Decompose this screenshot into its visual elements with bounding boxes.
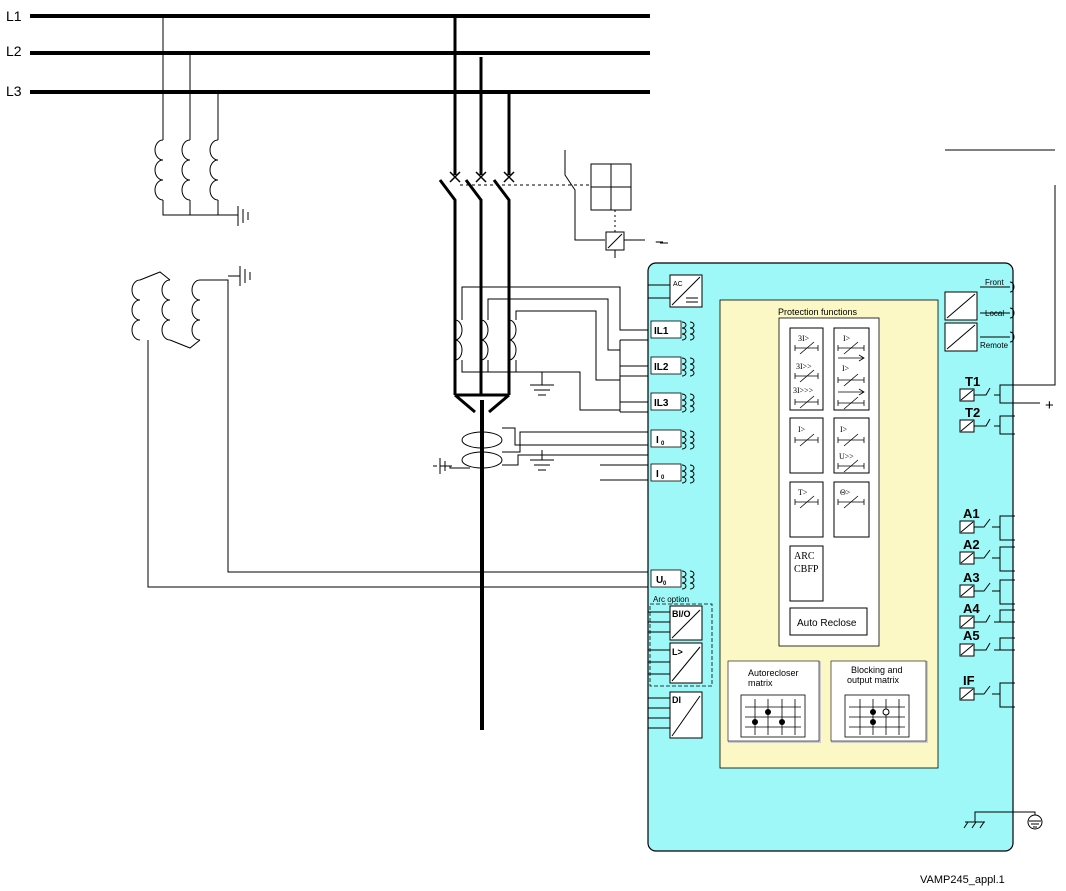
minus-terminal-label: − xyxy=(655,234,664,251)
analog-input-io2: I 0 xyxy=(650,463,695,484)
arc-label: ARC xyxy=(794,551,815,562)
svg-text:I>: I> xyxy=(798,425,806,434)
svg-text:T>: T> xyxy=(798,488,808,497)
arc-option-label: Arc option xyxy=(653,595,689,604)
voltage-transformers xyxy=(131,16,648,588)
feeder-circuit xyxy=(433,16,648,730)
auto-reclose-label: Auto Reclose xyxy=(797,618,857,629)
svg-text:U>>: U>> xyxy=(839,452,854,461)
bio-module: BI/O xyxy=(648,605,703,641)
output-label-t1: T1 xyxy=(965,374,980,389)
digital-input-module: DI xyxy=(648,691,703,739)
bus-label-l3: L3 xyxy=(6,83,22,99)
power-supply-module: AC xyxy=(648,274,703,308)
protection-functions-title: Protection functions xyxy=(778,307,858,317)
communication-ports: Front Local Remote xyxy=(944,278,1015,352)
light-sensor-module: L> xyxy=(648,642,703,684)
function-block-earthfault-directional: I> I> xyxy=(833,327,870,411)
trip-circuit xyxy=(660,149,1056,404)
svg-text:3I>>>: 3I>>> xyxy=(793,386,814,395)
input-sublabel-io2: 0 xyxy=(661,475,665,481)
output-label-a5: A5 xyxy=(963,628,980,643)
svg-text:AC: AC xyxy=(673,281,683,288)
blocking-output-matrix: Blocking and output matrix xyxy=(830,660,928,743)
function-block-temperature: Θ> xyxy=(833,481,870,538)
input-label-il2: IL2 xyxy=(654,362,669,373)
svg-text:I>: I> xyxy=(843,334,851,343)
autorecloser-matrix: Autorecloser matrix xyxy=(727,660,821,743)
autorecloser-matrix-label-2: matrix xyxy=(748,678,773,688)
bus-label-l1: L1 xyxy=(6,8,22,24)
figure-caption: VAMP245_appl.1 xyxy=(920,874,1005,886)
output-relays: T1 T2 A1 A2 A3 A4 A5 IF xyxy=(959,374,1015,708)
input-label-il3: IL3 xyxy=(654,398,669,409)
port-remote-label: Remote xyxy=(980,341,1009,350)
light-sensor-label: L> xyxy=(672,647,683,657)
auto-reclose-block: Auto Reclose xyxy=(789,607,868,636)
output-label-a3: A3 xyxy=(963,570,980,585)
svg-text:3I>: 3I> xyxy=(798,334,810,343)
port-local-label: Local xyxy=(985,309,1004,318)
function-block-inrush-voltage: I> U>> xyxy=(833,417,870,474)
svg-text:Θ>: Θ> xyxy=(840,488,851,497)
cbfp-label: CBFP xyxy=(794,564,819,575)
analog-input-il2: IL2 xyxy=(650,356,695,377)
function-block-thermal: T> xyxy=(789,481,824,538)
output-label-a1: A1 xyxy=(963,506,980,521)
output-label-if: IF xyxy=(963,673,975,688)
analog-input-il1: IL1 xyxy=(650,320,695,341)
arc-option-box xyxy=(649,603,713,687)
function-block-arc-cbfp: ARC CBFP xyxy=(789,545,824,602)
input-sublabel-io1: 0 xyxy=(661,441,665,447)
function-block-overcurrent: 3I> 3I>> 3I>>> xyxy=(789,327,824,411)
output-label-a4: A4 xyxy=(963,601,980,616)
analog-input-uo: U 0 xyxy=(650,569,695,590)
port-front-label: Front xyxy=(985,278,1004,287)
output-label-a2: A2 xyxy=(963,537,980,552)
function-block-unbalance: I> xyxy=(789,417,824,474)
svg-text:I>: I> xyxy=(840,425,848,434)
input-label-io2: I xyxy=(656,469,659,480)
bus-label-l2: L2 xyxy=(6,43,22,59)
plus-terminal-label: + xyxy=(1045,397,1054,414)
busbars: L1 L2 L3 xyxy=(6,8,650,99)
blocking-matrix-label-2: output matrix xyxy=(847,675,900,685)
svg-text:I>: I> xyxy=(842,364,850,373)
svg-text:3I>>: 3I>> xyxy=(796,362,812,371)
input-label-uo: U xyxy=(656,575,663,586)
analog-input-io1: I 0 xyxy=(650,429,695,450)
input-label-io1: I xyxy=(656,435,659,446)
autorecloser-matrix-label-1: Autorecloser xyxy=(748,668,799,678)
earth-terminal xyxy=(963,811,1043,830)
blocking-matrix-label-1: Blocking and xyxy=(851,665,903,675)
input-sublabel-uo: 0 xyxy=(663,581,667,587)
input-label-il1: IL1 xyxy=(654,326,669,337)
digital-input-label: DI xyxy=(672,695,681,705)
analog-input-il3: IL3 xyxy=(650,392,695,413)
bio-label: BI/O xyxy=(672,609,691,619)
output-label-t2: T2 xyxy=(965,405,980,420)
